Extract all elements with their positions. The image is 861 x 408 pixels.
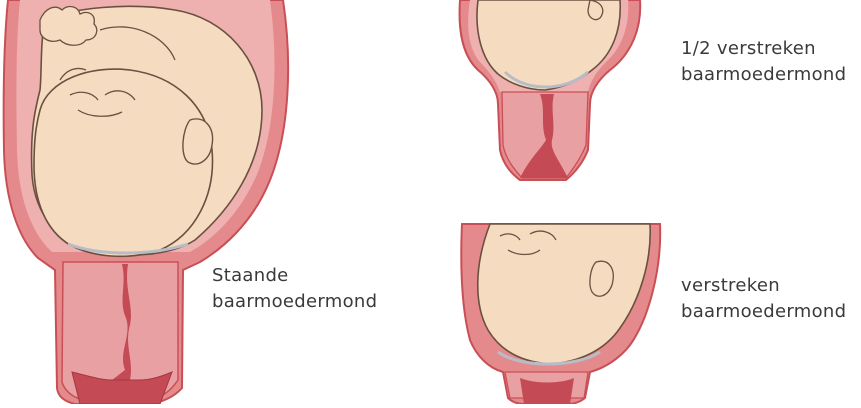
baby-ear-left: [183, 119, 213, 164]
caption-full-line1: verstreken: [681, 273, 846, 299]
caption-standing-line2: baarmoedermond: [212, 289, 377, 315]
baby-hand-left: [40, 7, 97, 46]
baby-head-left: [34, 69, 212, 256]
illustration-half-effaced: [460, 0, 641, 180]
caption-half-line1: 1/2 verstreken: [681, 36, 846, 62]
caption-standing-cervix: Staande baarmoedermond: [212, 263, 377, 315]
caption-full-line2: baarmoedermond: [681, 299, 846, 325]
caption-half-effaced: 1/2 verstreken baarmoedermond: [681, 36, 846, 88]
caption-standing-line1: Staande: [212, 263, 377, 289]
illustration-fully-effaced: [461, 224, 660, 404]
caption-half-line2: baarmoedermond: [681, 62, 846, 88]
caption-fully-effaced: verstreken baarmoedermond: [681, 273, 846, 325]
illustration-standing-cervix: [4, 0, 288, 404]
